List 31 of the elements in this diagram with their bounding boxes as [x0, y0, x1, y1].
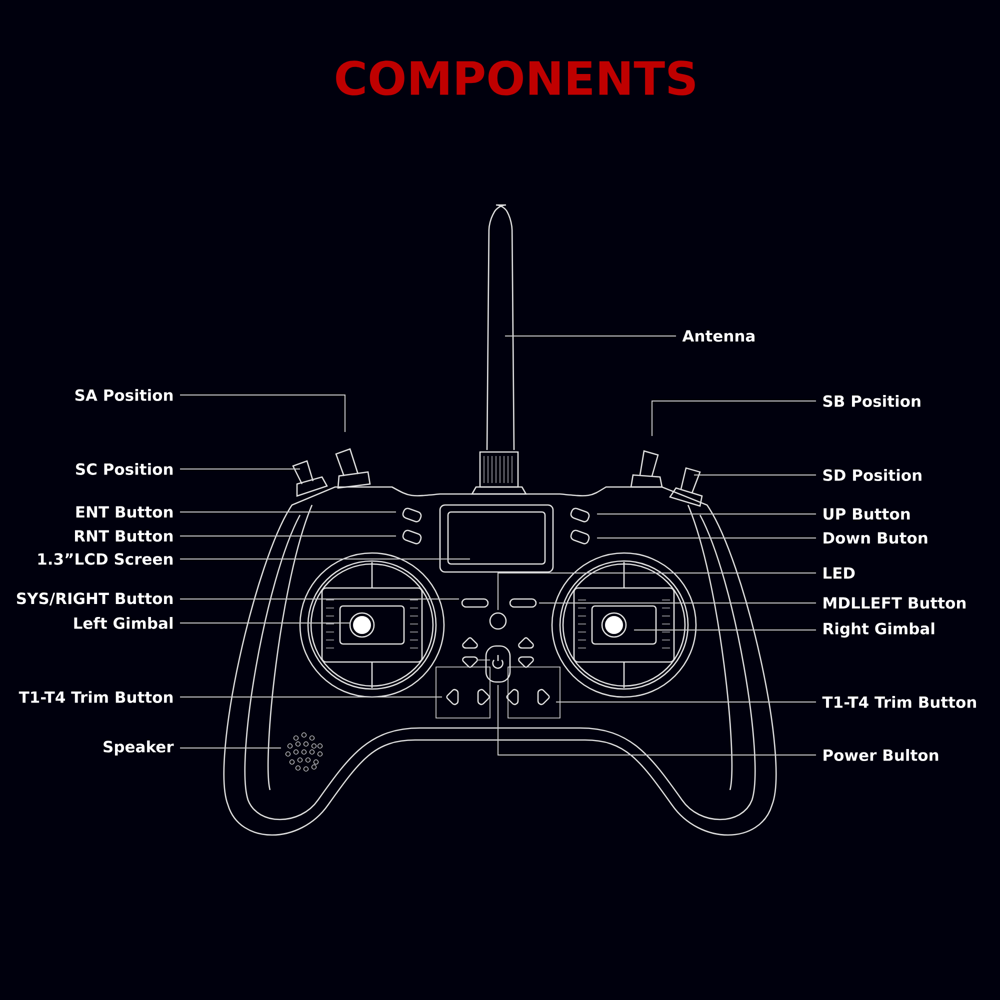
title: COMPONENTS	[336, 60, 695, 96]
part-label: Left Gimbal	[74, 617, 172, 629]
part-label: SB Position	[823, 395, 920, 407]
part-label: T1-T4 Trim Button	[822, 696, 976, 708]
part-label: MDLLEFT Button	[824, 597, 966, 609]
part-label: SA Position	[75, 389, 173, 401]
part-label: UP Button	[824, 508, 910, 520]
leader-line	[694, 474, 817, 476]
leader-line	[538, 602, 817, 604]
leader-line	[180, 696, 442, 698]
part-label: 1.3”LCD Screen	[38, 553, 173, 565]
part-label: RNT Button	[75, 530, 173, 542]
part-label: Down Buton	[824, 532, 928, 544]
leader-line	[180, 558, 470, 560]
leader-line	[180, 468, 300, 470]
leader-line	[180, 622, 350, 624]
leader-line	[498, 684, 817, 756]
part-label: Right Gimbal	[824, 622, 934, 638]
part-label: ENT Button	[76, 506, 173, 518]
part-label: SYS/RIGHT Button	[16, 592, 173, 606]
leader-line	[180, 598, 460, 600]
part-label: T1-T4 Trim Button	[18, 691, 173, 703]
part-label: Speaker	[104, 740, 174, 756]
leader-line	[652, 400, 817, 436]
part-label: Antenna	[682, 330, 754, 342]
part-label: SD Position	[823, 469, 922, 481]
part-label: LED	[824, 567, 855, 579]
leader-line	[180, 394, 346, 432]
part-label: Power Bulton	[824, 749, 938, 761]
part-label: SC Position	[76, 463, 173, 475]
leader-line	[498, 572, 817, 610]
